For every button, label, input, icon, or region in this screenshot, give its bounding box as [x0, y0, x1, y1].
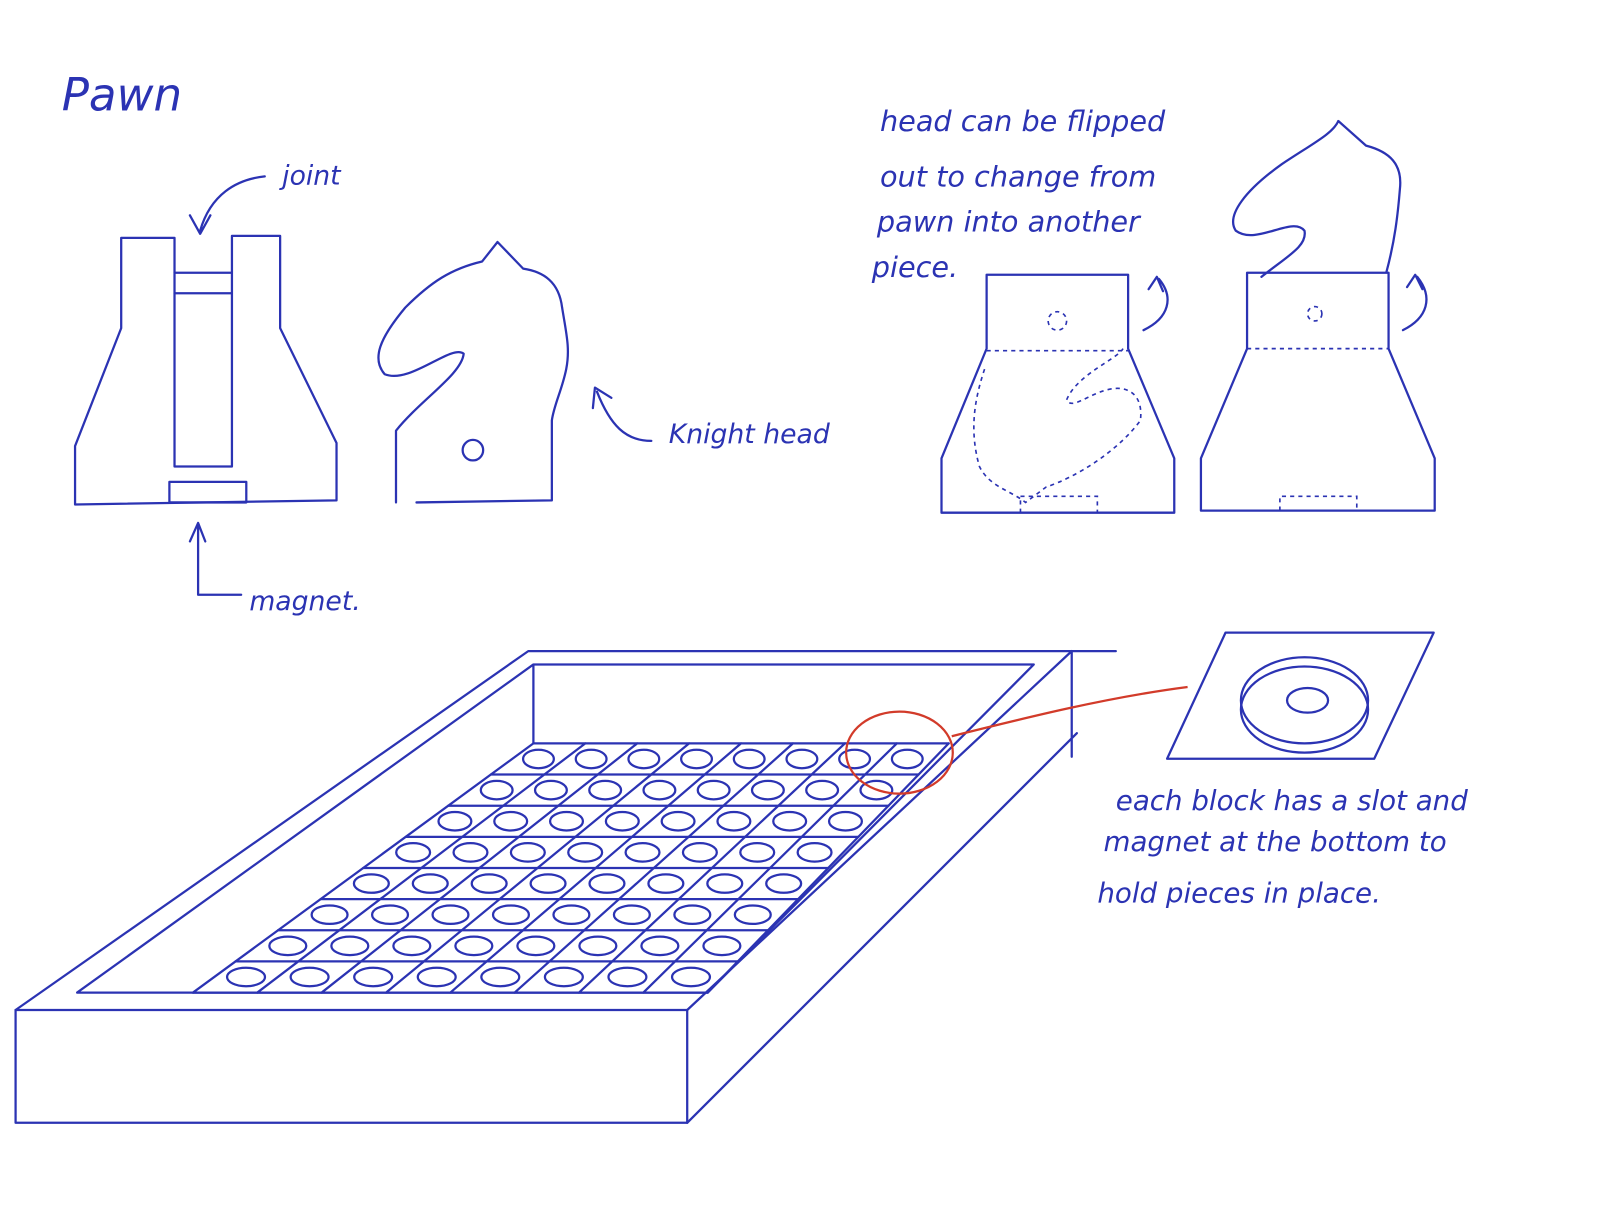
board-slot [706, 873, 744, 894]
board-slot [310, 904, 349, 926]
grid-col-line [577, 742, 846, 994]
board-slot [604, 810, 640, 832]
board-slot [289, 966, 330, 988]
board-slot [673, 904, 712, 926]
board-slot [796, 842, 833, 863]
board-slot [416, 966, 457, 988]
board-slot [395, 842, 432, 863]
board-slot [521, 748, 555, 770]
board-slot [660, 810, 696, 832]
svg-text:pawn into another: pawn into another [876, 205, 1142, 239]
board-slot [574, 748, 608, 770]
board-slot [480, 966, 521, 988]
board-slot [392, 935, 432, 957]
board-slot [827, 810, 864, 832]
board-slot [552, 904, 591, 926]
svg-text:piece.: piece. [871, 250, 958, 284]
label-magnet: magnet. [249, 586, 360, 617]
board-slot [479, 779, 514, 801]
board-slot [588, 873, 626, 894]
knight-arrow-icon [591, 386, 653, 443]
board-slot [732, 748, 766, 770]
flip-note: head can be flipped out to change from p… [871, 104, 1166, 284]
grid-col-line [706, 742, 950, 994]
board-slot [509, 842, 546, 863]
board-slot [772, 810, 808, 832]
board-slot [805, 779, 840, 801]
grid-col-line [449, 742, 743, 994]
magnet-slot [168, 480, 248, 504]
board-slot [612, 904, 651, 926]
pawn-base-drawing [73, 234, 338, 506]
board-slot [411, 873, 449, 894]
board-slot [567, 842, 604, 863]
board-slot [533, 779, 568, 801]
grid-col-line [320, 742, 639, 994]
board-slot [370, 904, 410, 926]
board-slot [588, 779, 623, 801]
grid-col-line [384, 742, 691, 994]
board-slot [225, 966, 267, 988]
grid-col-line [642, 742, 898, 994]
grid-col-line [191, 742, 535, 994]
block-detail-drawing [1165, 631, 1435, 760]
svg-text:head can be flipped: head can be flipped [880, 104, 1166, 138]
label-joint: joint [279, 161, 342, 192]
board-slot [681, 842, 718, 863]
board-slot [702, 935, 742, 957]
board-slot [493, 810, 529, 832]
highlight-leader-line [951, 685, 1188, 738]
board-note: each block has a slot and magnet at the … [1097, 784, 1468, 909]
svg-text:each block has a slot and: each block has a slot and [1116, 784, 1468, 817]
board-slot [838, 748, 872, 770]
knight-head-drawing [377, 240, 570, 504]
board-slot [330, 935, 370, 957]
chess-board-drawing [14, 649, 1117, 1124]
board-slot [640, 935, 680, 957]
svg-text:hold pieces in place.: hold pieces in place. [1097, 876, 1381, 909]
board-slot [785, 748, 819, 770]
grid-col-line [513, 742, 795, 994]
board-slot [437, 810, 473, 832]
highlight-circle [845, 710, 954, 795]
board-slot [624, 842, 661, 863]
piece-flip-view-1 [940, 273, 1176, 514]
board-slot [647, 873, 685, 894]
board-slot [548, 810, 585, 832]
svg-text:out to change from: out to change from [880, 160, 1156, 194]
board-slot [491, 904, 531, 926]
board-slot [642, 779, 677, 801]
svg-text:magnet at the bottom to: magnet at the bottom to [1104, 825, 1447, 858]
board-slot [716, 810, 752, 832]
board-slot [765, 873, 803, 894]
board-slot [516, 935, 556, 957]
board-slot [750, 779, 785, 801]
board-slot [352, 873, 390, 894]
board-slot [529, 873, 567, 894]
board-slot [543, 966, 584, 988]
board-slot [452, 842, 489, 863]
board-slot [470, 873, 508, 894]
board-grid [191, 742, 950, 994]
board-slot [578, 935, 618, 957]
board-slot [739, 842, 776, 863]
piece-flip-view-2 [1199, 119, 1436, 512]
title: Pawn [62, 69, 182, 122]
board-slot [680, 748, 714, 770]
board-slot [670, 966, 712, 988]
board-slot [696, 779, 731, 801]
joint-arrow-icon [188, 175, 266, 235]
board-slot [353, 966, 394, 988]
board-slot [890, 748, 924, 770]
board-slot [454, 935, 494, 957]
board-slot [627, 748, 661, 770]
board-slot [268, 935, 308, 957]
board-slot [431, 904, 470, 926]
board-slot [607, 966, 648, 988]
grid-col-line [256, 742, 587, 994]
magnet-arrow-icon [188, 521, 243, 596]
board-slot [733, 904, 772, 926]
label-knight-head: Knight head [669, 419, 831, 450]
board-slot [859, 779, 894, 801]
